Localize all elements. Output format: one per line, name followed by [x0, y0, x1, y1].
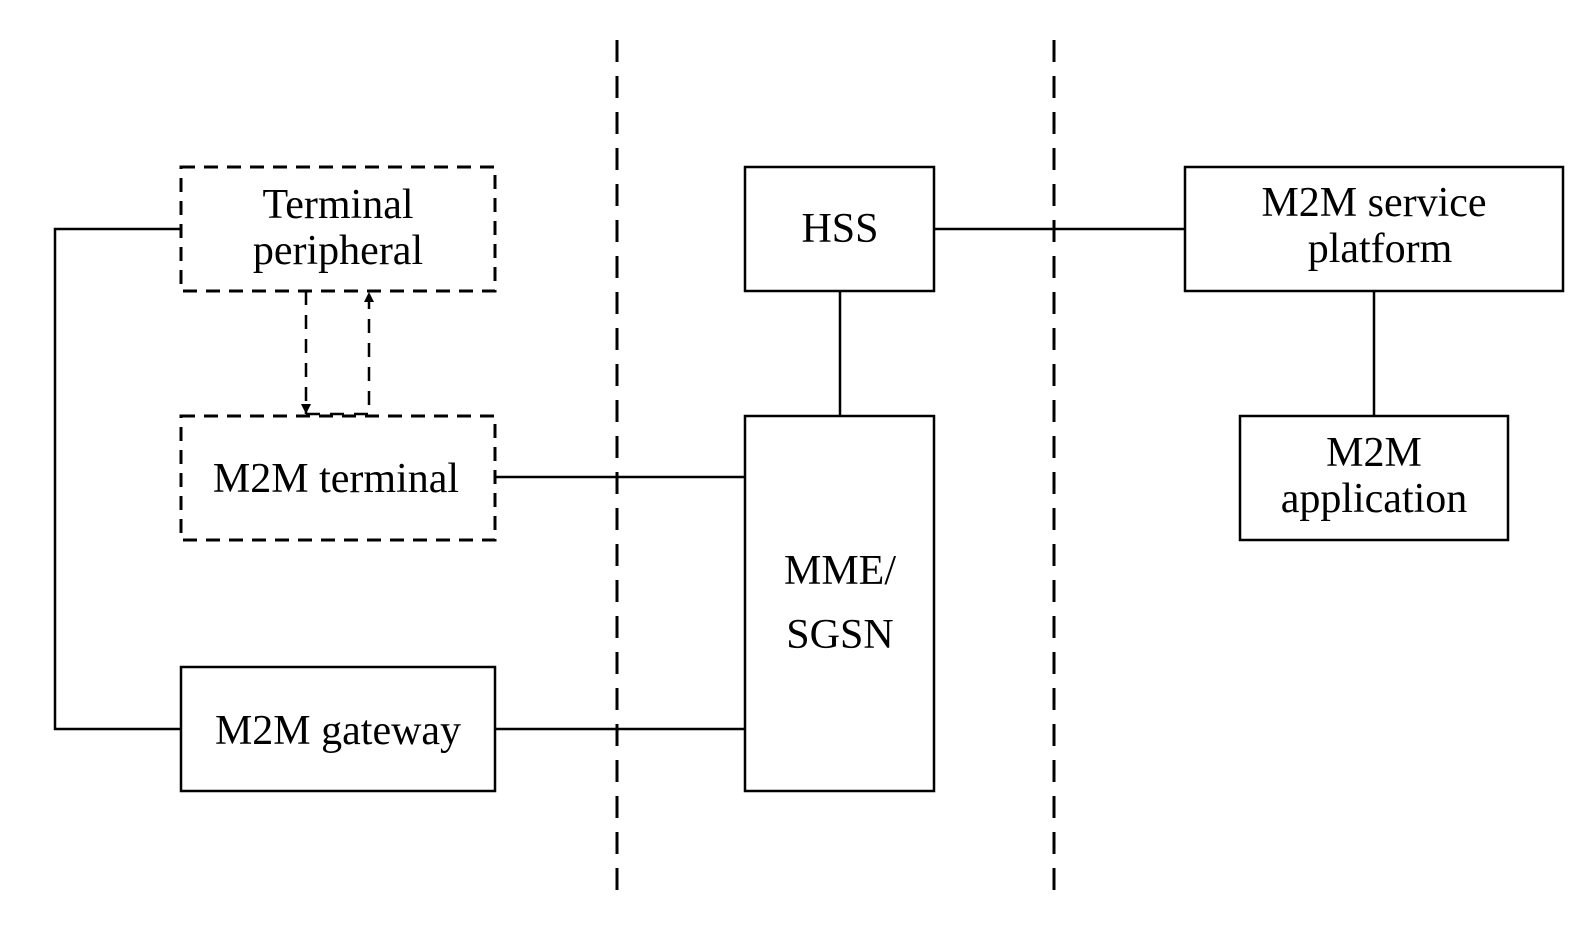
m2m-service-platform-label-line1: M2M service — [1261, 180, 1486, 226]
m2m-application-label-line1: M2M — [1326, 430, 1422, 476]
hss-label: HSS — [801, 206, 878, 252]
mme-sgsn-label-line1: MME/ — [784, 548, 896, 594]
m2m-application-label-line2: application — [1281, 476, 1468, 522]
terminal-peripheral-label-line1: Terminal — [263, 182, 414, 228]
m2m-gateway-label: M2M gateway — [215, 708, 461, 754]
mme-sgsn-label-line2: SGSN — [786, 612, 893, 658]
arrow-terminal-to-peripheral — [306, 292, 369, 414]
peripheral-gateway-connector — [55, 229, 181, 729]
terminal-peripheral-label-line2: peripheral — [253, 228, 423, 274]
m2m-service-platform-label-line2: platform — [1308, 226, 1453, 272]
mme-sgsn-box — [745, 416, 934, 791]
m2m-terminal-label: M2M terminal — [213, 456, 459, 502]
